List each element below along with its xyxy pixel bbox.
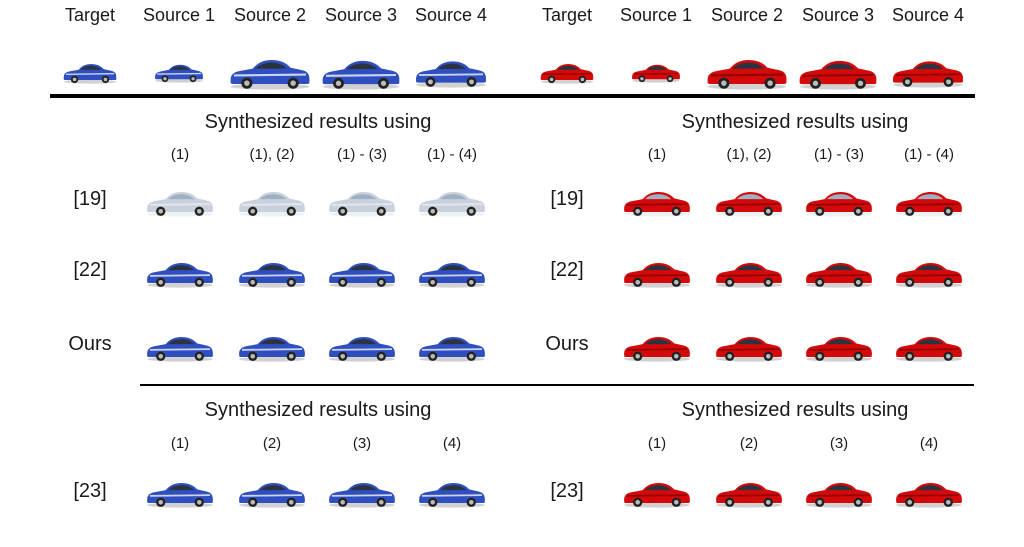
blue-car-panel-source4-car	[416, 61, 486, 88]
red-car-panel-individual-col-0: (1)	[647, 435, 667, 452]
blue-car-panel-header-0: Target	[64, 5, 116, 25]
red-car-panel-cumulative-col-3: (1) - (4)	[904, 146, 954, 163]
red-car-panel-bottom-label: [23]	[550, 480, 584, 502]
blue-car-panel-result23-c0	[147, 483, 213, 508]
red-car-panel-source4-car	[893, 61, 963, 88]
header-separator	[50, 94, 975, 98]
blue-car-panel-individual-col-3: (4)	[442, 435, 462, 452]
red-car-panel-result23-c1	[716, 483, 782, 508]
red-car-panel-individual-col-1: (2)	[739, 435, 759, 452]
red-car-panel-individual-col-3: (4)	[919, 435, 939, 452]
blue-car-panel-source2-car	[230, 60, 310, 90]
blue-car-panel-individual-col-2: (3)	[352, 435, 372, 452]
blue-car-panel-header-1: Source 1	[142, 5, 216, 25]
red-car-panel-result23-c0	[624, 483, 690, 508]
blue-car-panel-result-r0-c3	[419, 192, 485, 217]
blue-car-panel-result-r0-c1	[239, 192, 305, 217]
red-car-panel-cumulative-col-0: (1)	[647, 146, 667, 163]
blue-car-panel-synth-title-top: Synthesized results using	[204, 111, 432, 133]
red-car-panel-source2-car	[707, 60, 787, 90]
red-car-panel-header-2: Source 2	[710, 5, 784, 25]
blue-car-panel-cumulative-col-3: (1) - (4)	[427, 146, 477, 163]
red-car-panel-header-0: Target	[541, 5, 593, 25]
blue-car-panel-bottom-label: [23]	[73, 480, 107, 502]
blue-car-panel-result-r0-c2	[329, 192, 395, 217]
blue-car-panel-header-4: Source 4	[414, 5, 488, 25]
blue-car-panel-source1-car	[155, 64, 203, 83]
blue-car-panel-result-r2-c1	[239, 337, 305, 362]
red-car-panel-synth-title-bottom: Synthesized results using	[681, 399, 909, 421]
red-car-panel-method-label-2: Ours	[545, 333, 589, 355]
red-car-panel-individual-col-2: (3)	[829, 435, 849, 452]
blue-car-panel-method-label-0: [19]	[73, 188, 107, 210]
blue-car-panel-result-r0-c0	[147, 192, 213, 217]
blue-car-panel-method-label-2: Ours	[68, 333, 112, 355]
red-car-panel-method-label-0: [19]	[550, 188, 584, 210]
red-car-panel-result-r0-c3	[896, 192, 962, 217]
red-car-panel-result23-c2	[806, 483, 872, 508]
blue-car-panel-result23-c2	[329, 483, 395, 508]
red-car-panel-source3-car	[799, 60, 877, 90]
red-car-panel-result-r0-c1	[716, 192, 782, 217]
red-car-panel-header-4: Source 4	[891, 5, 965, 25]
red-car-panel-header-1: Source 1	[619, 5, 693, 25]
blue-car-panel-cumulative-col-2: (1) - (3)	[337, 146, 387, 163]
blue-car-panel-cumulative-col-1: (1), (2)	[249, 146, 295, 163]
red-car-panel-method-label-1: [22]	[550, 259, 584, 281]
blue-car-panel-result23-c3	[419, 483, 485, 508]
red-car-panel-result-r1-c2	[806, 263, 872, 288]
red-car-panel-target-car	[540, 64, 594, 84]
blue-car-panel-method-label-1: [22]	[73, 259, 107, 281]
red-car-panel-cumulative-col-2: (1) - (3)	[814, 146, 864, 163]
red-car-panel-result23-c3	[896, 483, 962, 508]
red-car-panel-result-r0-c0	[624, 192, 690, 217]
blue-car-panel-result-r1-c3	[419, 263, 485, 288]
blue-car-panel-result23-c1	[239, 483, 305, 508]
red-car-panel-header-3: Source 3	[801, 5, 875, 25]
red-car-panel-cumulative-col-1: (1), (2)	[726, 146, 772, 163]
red-car-panel-result-r2-c1	[716, 337, 782, 362]
red-car-panel-result-r2-c2	[806, 337, 872, 362]
blue-car-panel-individual-col-1: (2)	[262, 435, 282, 452]
blue-car-panel-individual-col-0: (1)	[170, 435, 190, 452]
red-car-panel-result-r2-c3	[896, 337, 962, 362]
blue-car-panel-cumulative-col-0: (1)	[170, 146, 190, 163]
bottom-separator	[140, 384, 974, 386]
blue-car-panel-synth-title-bottom: Synthesized results using	[204, 399, 432, 421]
blue-car-panel-result-r2-c2	[329, 337, 395, 362]
red-car-panel-source1-car	[632, 64, 680, 83]
blue-car-panel-header-2: Source 2	[233, 5, 307, 25]
blue-car-panel-result-r1-c0	[147, 263, 213, 288]
red-car-panel-result-r0-c2	[806, 192, 872, 217]
blue-car-panel-result-r1-c1	[239, 263, 305, 288]
blue-car-panel-source3-car	[322, 60, 400, 90]
red-car-panel-result-r2-c0	[624, 337, 690, 362]
red-car-panel-synth-title-top: Synthesized results using	[681, 111, 909, 133]
blue-car-panel-result-r1-c2	[329, 263, 395, 288]
red-car-panel-result-r1-c1	[716, 263, 782, 288]
red-car-panel-result-r1-c3	[896, 263, 962, 288]
blue-car-panel-result-r2-c3	[419, 337, 485, 362]
blue-car-panel-target-car	[63, 64, 117, 84]
blue-car-panel-result-r2-c0	[147, 337, 213, 362]
blue-car-panel-header-3: Source 3	[324, 5, 398, 25]
red-car-panel-result-r1-c0	[624, 263, 690, 288]
